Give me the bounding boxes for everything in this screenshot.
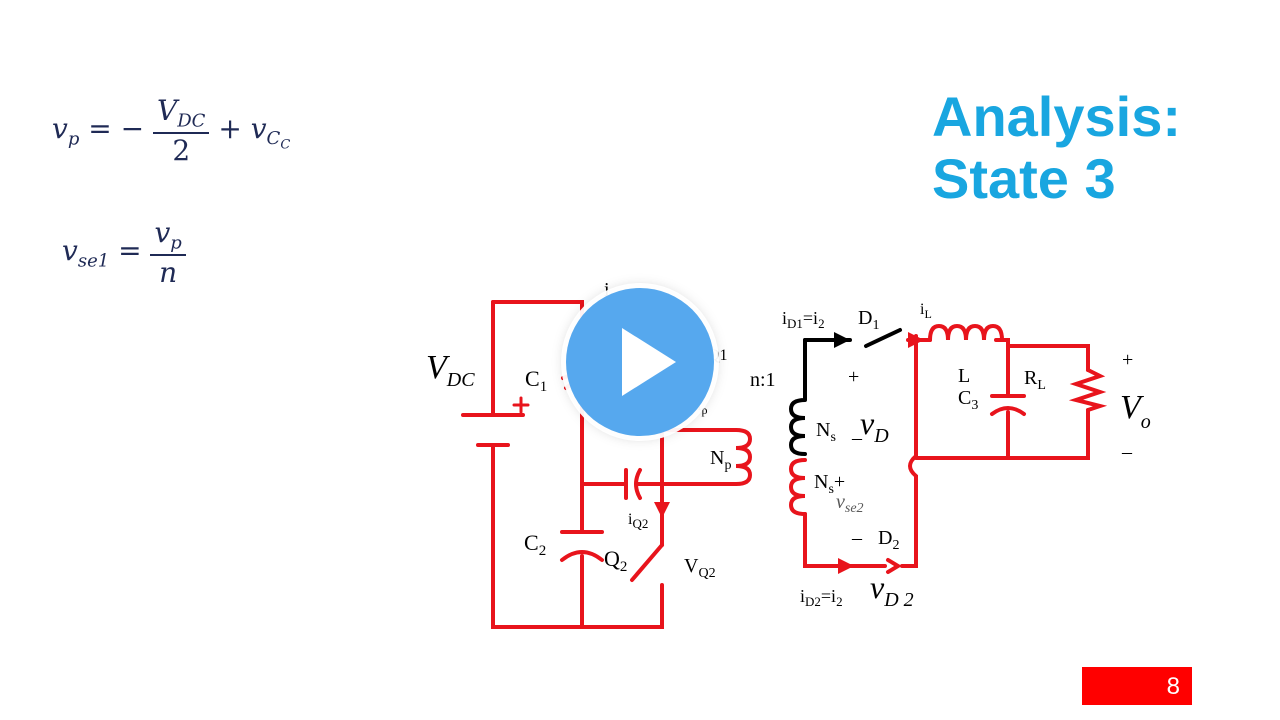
circuit-arrows (654, 332, 924, 574)
il-inductor (928, 323, 1004, 342)
eq1-tail-sub: C (266, 128, 281, 150)
eq2-equals: = (118, 233, 142, 267)
label-q2: Q2 (604, 546, 627, 575)
label-il: iL (920, 301, 932, 321)
circuit-wires (461, 300, 1108, 629)
eq2-lhs-sub: se1 (77, 250, 110, 272)
rl-resistor (1068, 368, 1108, 412)
label-c2: C2 (524, 530, 546, 559)
play-icon (622, 328, 676, 396)
label-l: L (958, 365, 970, 387)
label-vd: vD (860, 405, 889, 447)
label-vq2: VQ2 (684, 555, 716, 581)
wire-out-top (906, 338, 1090, 460)
label-rl: RL (1024, 367, 1046, 393)
eq1-plus-term: + v (218, 111, 267, 145)
eq2-num-text: v (154, 216, 171, 249)
wire-d1 (803, 328, 902, 348)
label-plus-d: + (848, 366, 859, 388)
label-iq2: iQ2 (628, 511, 648, 531)
label-c1: C1 (525, 366, 547, 395)
c3-plate-bottom (990, 406, 1026, 416)
eq1-denominator: 2 (172, 133, 191, 167)
arrow-d2 (838, 558, 854, 574)
slide-title: Analysis: State 3 (932, 86, 1181, 210)
eq1-tail-subsub: C (280, 137, 291, 153)
eq1-fraction: VDC 2 (153, 94, 210, 167)
eq1-num-sub: DC (177, 110, 206, 132)
label-id1: iD1=i2 (782, 308, 825, 331)
c2-plate-bottom (560, 550, 604, 562)
label-ns1: Ns (816, 419, 836, 445)
equation-vp: vp = − VDC 2 + vCC (52, 94, 290, 167)
eq2-numerator: vp (150, 216, 186, 256)
ns1-coil (788, 338, 807, 456)
label-id2: iD2=i2 (800, 586, 843, 609)
eq2-fraction: vp n (150, 216, 186, 289)
label-ns2: Ns+ (814, 471, 845, 497)
eq1-lhs: v (52, 111, 68, 145)
arrow-il (908, 332, 924, 348)
label-vd2: vD 2 (870, 569, 914, 611)
label-vse2: vse2 (836, 491, 864, 516)
eq1-numerator: VDC (153, 94, 210, 134)
label-vo: Vo (1120, 389, 1151, 433)
arrow-d1 (834, 332, 850, 348)
cc-plate-b (634, 468, 642, 500)
label-vdc: VDC (426, 349, 475, 391)
label-vo-minus: – (1121, 441, 1133, 463)
page-number-badge: 8 (1082, 667, 1192, 705)
q2-switch (630, 543, 664, 602)
title-line-2: State 3 (932, 147, 1116, 210)
label-minus-d: – (851, 427, 863, 449)
label-vo-plus: + (1122, 349, 1133, 371)
wire-left-outer (491, 300, 664, 629)
eq1-lhs-sub: p (67, 128, 80, 150)
eq2-denominator: n (159, 255, 178, 289)
label-np: Np (710, 447, 731, 473)
label-c3: C3 (958, 387, 978, 413)
eq2-lhs: v (62, 233, 78, 267)
video-play-button[interactable] (566, 288, 714, 436)
eq1-equals: = − (88, 111, 145, 145)
eq2-num-sub: p (170, 232, 182, 254)
ns2-coil (788, 458, 807, 516)
title-line-1: Analysis: (932, 85, 1181, 148)
label-d2: D2 (878, 527, 899, 553)
equation-vse1: vse1 = vp n (62, 216, 186, 289)
eq1-num-text: V (157, 94, 178, 127)
arrow-iq2 (654, 502, 670, 518)
label-d1: D1 (858, 307, 879, 333)
np-coil (734, 428, 753, 486)
label-ratio: n:1 (750, 369, 776, 391)
label-minus-d2: – (851, 527, 863, 549)
wire-np-loop (663, 428, 738, 486)
wire-d2-diode (886, 558, 902, 574)
